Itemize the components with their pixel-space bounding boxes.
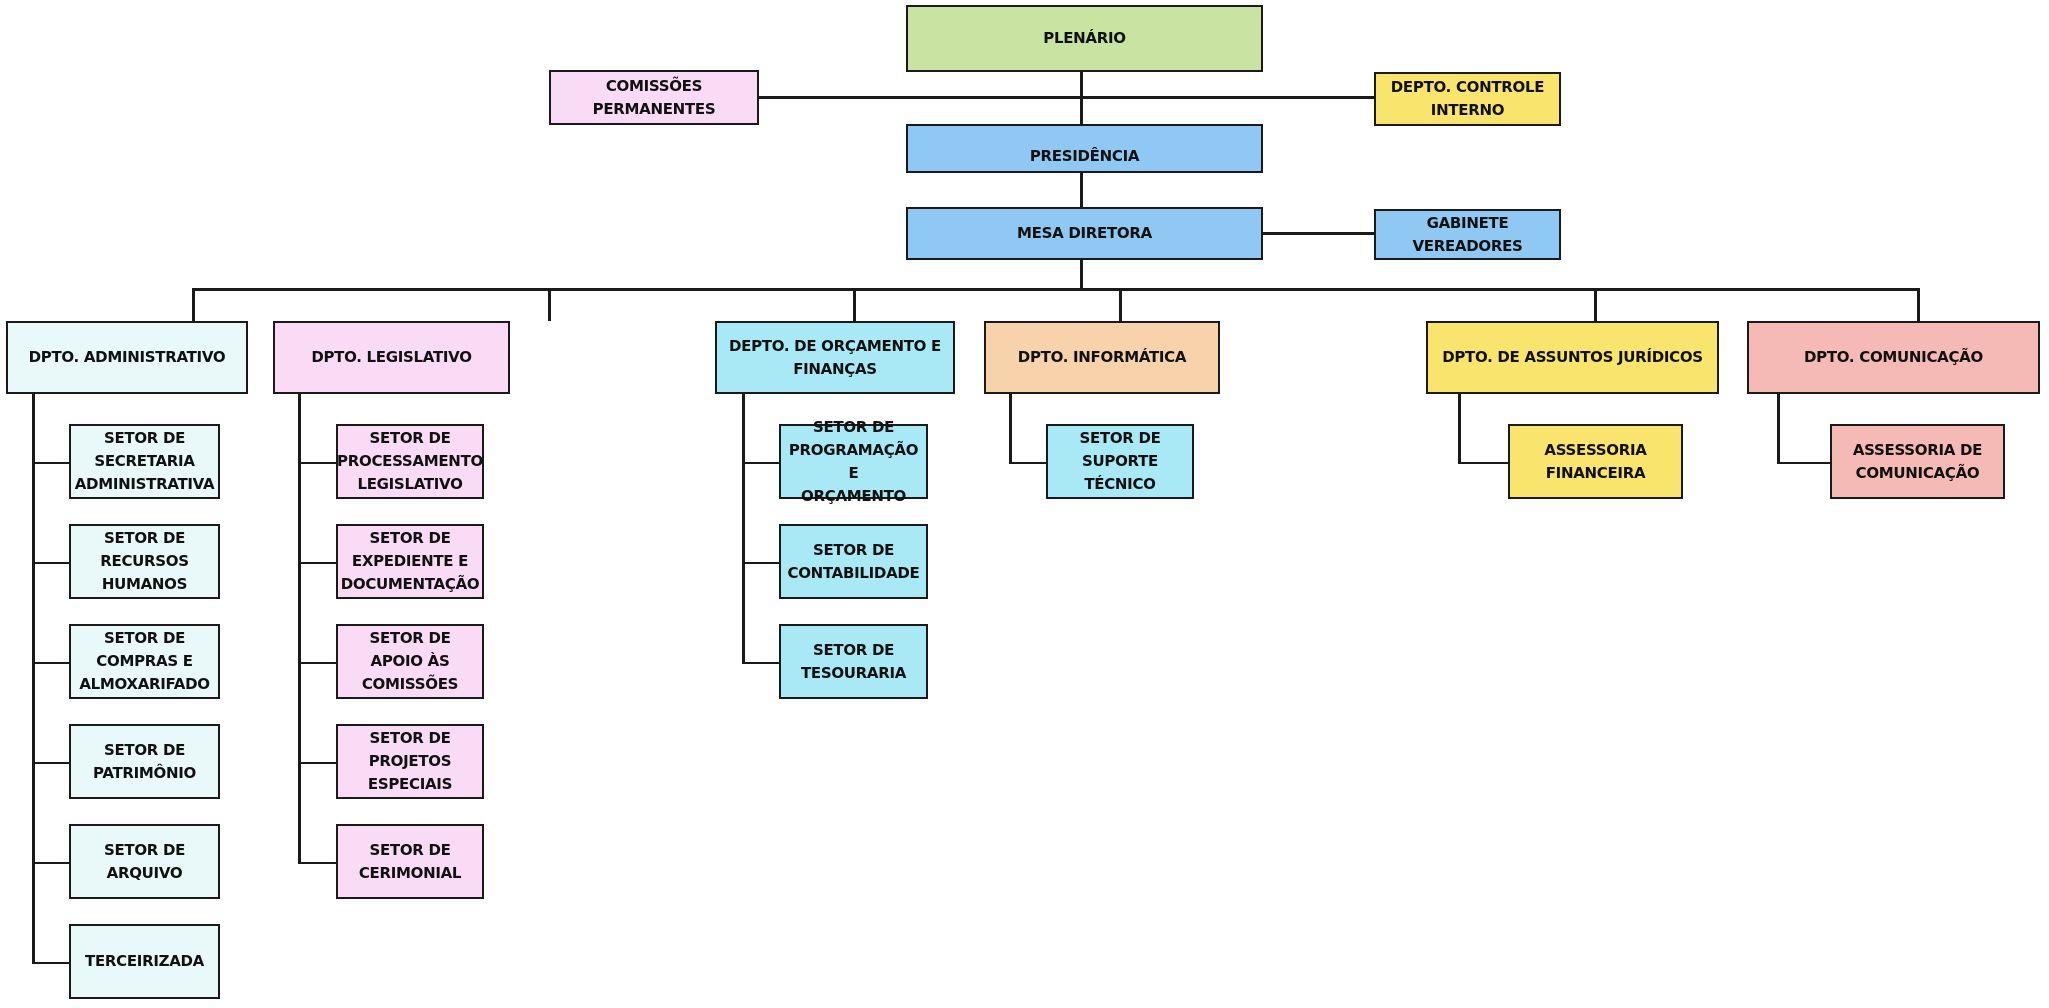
- connector: [32, 861, 69, 864]
- connector: [742, 394, 745, 664]
- department-box: DPTO. LEGISLATIVO: [273, 321, 510, 394]
- connector: [298, 661, 336, 664]
- sector-box: SETOR DE SECRETARIA ADMINISTRATIVA: [69, 424, 220, 499]
- sector-box: SETOR DE PROCESSAMENTO LEGISLATIVO: [336, 424, 484, 499]
- sector-box: SETOR DE PROJETOS ESPECIAIS: [336, 724, 484, 799]
- connector: [298, 394, 301, 864]
- sector-box: ASSESSORIA DE COMUNICAÇÃO: [1830, 424, 2005, 499]
- connector: [32, 394, 35, 964]
- sector-box: TERCEIRIZADA: [69, 924, 220, 999]
- connector: [32, 961, 69, 964]
- plenario-box: PLENÁRIO: [906, 5, 1263, 72]
- sector-box: SETOR DE PROGRAMAÇÃO E ORÇAMENTO: [779, 418, 928, 505]
- connector: [1917, 288, 1920, 321]
- sector-box: SETOR DE COMPRAS E ALMOXARIFADO: [69, 624, 220, 699]
- controle-interno-box: DEPTO. CONTROLE INTERNO: [1374, 72, 1561, 126]
- connector: [32, 561, 69, 564]
- connector: [32, 461, 69, 464]
- connector: [32, 661, 69, 664]
- sector-box: SETOR DE CERIMONIAL: [336, 824, 484, 899]
- connector: [1594, 288, 1597, 321]
- sector-box: SETOR DE APOIO ÀS COMISSÕES: [336, 624, 484, 699]
- connector: [1119, 288, 1122, 321]
- sector-box: SETOR DE PATRIMÔNIO: [69, 724, 220, 799]
- connector: [1458, 461, 1508, 464]
- connector: [192, 288, 195, 321]
- mesa-diretora-box: MESA DIRETORA: [906, 207, 1263, 260]
- connector: [1458, 394, 1461, 464]
- connector: [1777, 461, 1830, 464]
- connector: [1777, 394, 1780, 464]
- connector: [1250, 232, 1375, 235]
- connector: [853, 288, 856, 321]
- sector-box: ASSESSORIA FINANCEIRA: [1508, 424, 1683, 499]
- connector: [1080, 70, 1083, 290]
- connector: [298, 561, 336, 564]
- department-box: DPTO. INFORMÁTICA: [984, 321, 1220, 394]
- department-box: DEPTO. DE ORÇAMENTO E FINANÇAS: [715, 321, 955, 394]
- sector-box: SETOR DE ARQUIVO: [69, 824, 220, 899]
- presidencia-box: PRESIDÊNCIA: [906, 124, 1263, 173]
- sector-box: SETOR DE RECURSOS HUMANOS: [69, 524, 220, 599]
- connector: [742, 461, 779, 464]
- bus-connector: [192, 288, 1919, 291]
- connector: [742, 561, 779, 564]
- connector: [1009, 461, 1046, 464]
- connector: [742, 661, 779, 664]
- connector: [757, 96, 1375, 99]
- connector: [1009, 394, 1012, 464]
- department-box: DPTO. DE ASSUNTOS JURÍDICOS: [1426, 321, 1719, 394]
- sector-box: SETOR DE SUPORTE TÉCNICO: [1046, 424, 1194, 499]
- gabinete-vereadores-box: GABINETE VEREADORES: [1374, 209, 1561, 260]
- department-box: DPTO. ADMINISTRATIVO: [6, 321, 248, 394]
- sector-box: SETOR DE EXPEDIENTE E DOCUMENTAÇÃO: [336, 524, 484, 599]
- comissoes-permanentes-box: COMISSÕES PERMANENTES: [549, 70, 759, 125]
- sector-box: SETOR DE TESOURARIA: [779, 624, 928, 699]
- connector: [298, 761, 336, 764]
- connector: [298, 461, 336, 464]
- connector: [298, 861, 336, 864]
- connector: [32, 761, 69, 764]
- sector-box: SETOR DE CONTABILIDADE: [779, 524, 928, 599]
- department-box: DPTO. COMUNICAÇÃO: [1747, 321, 2040, 394]
- connector: [548, 288, 551, 321]
